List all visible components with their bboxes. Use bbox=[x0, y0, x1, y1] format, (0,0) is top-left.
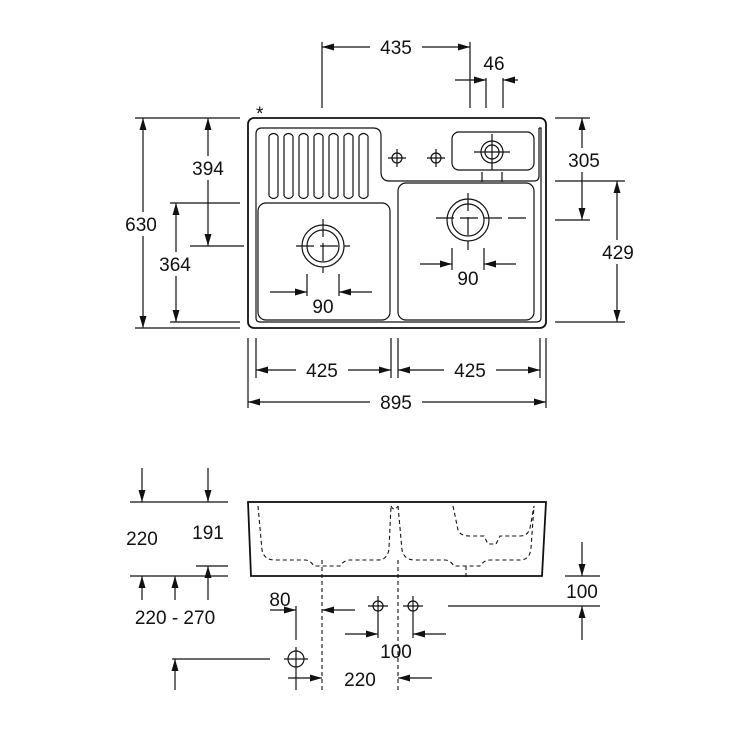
dim-label-100-right: 100 bbox=[566, 582, 598, 603]
dim-label-435: 435 bbox=[380, 38, 412, 59]
extension-lines bbox=[135, 42, 625, 408]
dim-100-right: 100 bbox=[566, 542, 598, 640]
side-right-bowl-hidden bbox=[397, 505, 535, 567]
left-bowl-outline bbox=[257, 202, 391, 321]
dim-220-bottom: 220 bbox=[288, 670, 432, 691]
dim-outlet-right: 90 bbox=[420, 248, 516, 290]
dim-630: 630 bbox=[118, 118, 168, 328]
dim-label-191: 191 bbox=[192, 523, 224, 544]
dim-label-outlet-left: 90 bbox=[312, 297, 333, 318]
dim-label-394: 394 bbox=[192, 159, 224, 180]
sink-outline bbox=[247, 117, 547, 329]
dim-425-right: 425 bbox=[398, 358, 540, 382]
dim-label-364: 364 bbox=[159, 255, 191, 276]
dim-191: 191 bbox=[192, 468, 228, 600]
dim-outlet-left: 90 bbox=[270, 274, 372, 318]
dim-label-895: 895 bbox=[380, 393, 412, 414]
side-hole-icon-1 bbox=[368, 596, 388, 638]
dim-label-cabinet: 220 - 270 bbox=[135, 608, 215, 629]
dim-100-bottom: 100 bbox=[345, 630, 446, 663]
dim-425-left: 425 bbox=[256, 358, 391, 382]
tap-hole-icon-2 bbox=[427, 149, 445, 167]
left-drain-icon bbox=[296, 219, 350, 273]
sink-inner-rim bbox=[255, 127, 542, 323]
dim-label-630: 630 bbox=[125, 215, 157, 236]
dim-394: 394 bbox=[185, 118, 244, 247]
right-bowl-outline bbox=[397, 182, 535, 321]
side-view: 220 191 220 - 270 100 bbox=[126, 468, 600, 691]
right-drain-icon bbox=[436, 193, 530, 250]
dim-label-100-bottom: 100 bbox=[380, 642, 412, 663]
top-view: 435 46 * 630 394 bbox=[118, 36, 642, 414]
side-hole-icon-2 bbox=[403, 596, 423, 638]
side-left-bowl-hidden bbox=[257, 505, 392, 567]
dim-label-305: 305 bbox=[568, 151, 600, 172]
dim-895: 895 bbox=[248, 390, 546, 414]
dim-label-46: 46 bbox=[483, 54, 504, 75]
dim-label-425-right: 425 bbox=[454, 361, 486, 382]
dim-46: 46 bbox=[455, 54, 518, 84]
side-overflow-hidden bbox=[452, 505, 535, 545]
dim-label-80: 80 bbox=[269, 590, 290, 611]
dim-364: 364 bbox=[152, 203, 240, 323]
dim-label-429: 429 bbox=[602, 243, 634, 264]
dim-305: 305 bbox=[555, 118, 610, 221]
dim-label-outlet-right: 90 bbox=[457, 269, 478, 290]
dim-429: 429 bbox=[594, 181, 642, 322]
dim-220-height: 220 bbox=[126, 468, 158, 600]
side-extension-lines bbox=[130, 501, 600, 690]
drainer-grooves bbox=[268, 132, 369, 200]
dim-label-425-left: 425 bbox=[306, 361, 338, 382]
dim-label-220-bottom: 220 bbox=[344, 670, 376, 691]
dim-cabinet: 220 - 270 bbox=[135, 576, 215, 690]
dim-435: 435 bbox=[322, 36, 470, 59]
overflow-box bbox=[451, 131, 535, 182]
asterisk-note: * bbox=[256, 104, 264, 125]
tap-hole-icon-1 bbox=[388, 149, 406, 167]
side-drain-icon bbox=[284, 647, 308, 690]
dim-label-220-height: 220 bbox=[126, 529, 158, 550]
dim-80: 80 bbox=[269, 590, 355, 640]
side-body-outline bbox=[247, 501, 547, 577]
